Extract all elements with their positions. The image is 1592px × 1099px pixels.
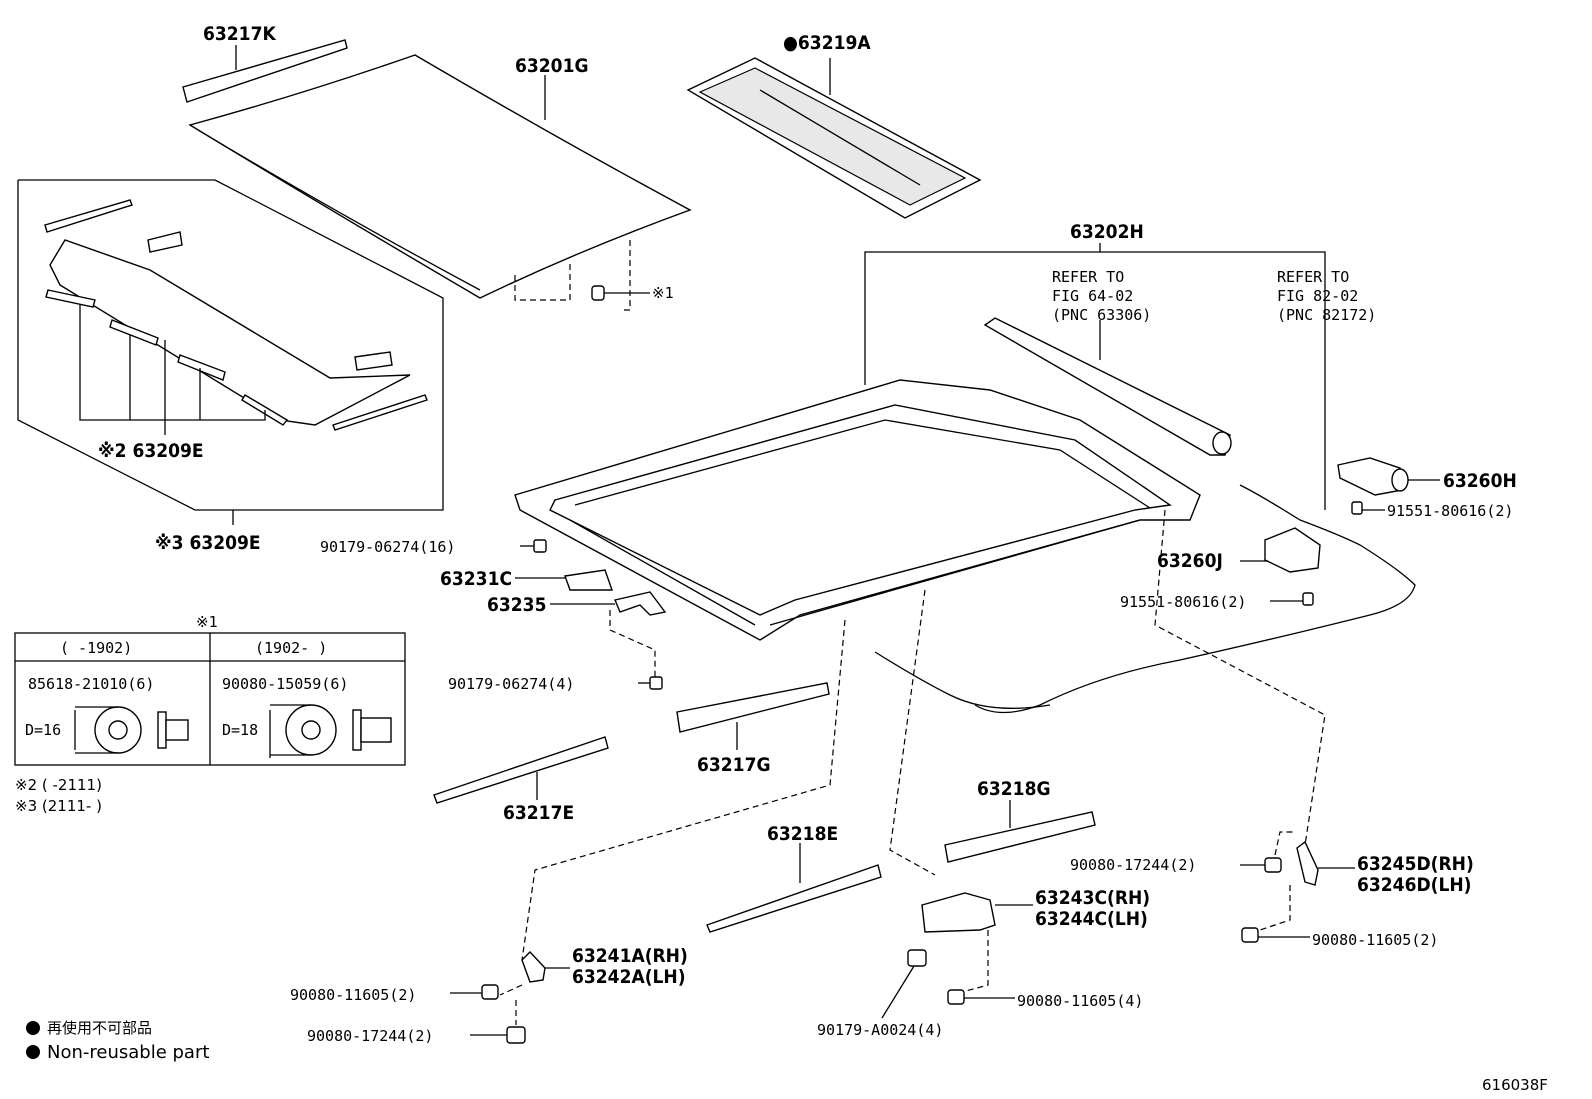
label-63217k[interactable]: 63217K <box>203 23 276 45</box>
part-63241a-bracket <box>499 950 570 996</box>
label-63245d[interactable]: 63245D(RH) <box>1357 853 1474 875</box>
table-col2-dim[interactable]: D=18 <box>222 721 258 739</box>
part-63260j-motor <box>1240 527 1321 573</box>
nut-90080-17244-a <box>1240 831 1295 873</box>
note-2[interactable]: ※2 ( -2111) <box>15 776 102 794</box>
label-63244c[interactable]: 63244C(LH) <box>1035 908 1148 930</box>
refer-a-line3[interactable]: (PNC 63306) <box>1052 306 1151 324</box>
label-63246d[interactable]: 63246D(LH) <box>1357 874 1471 896</box>
drain-hose-left <box>874 651 1051 709</box>
bolt-90080-11605-b <box>450 984 499 1000</box>
label-63235[interactable]: 63235 <box>487 594 546 616</box>
label-63241a[interactable]: 63241A(RH) <box>572 945 688 967</box>
label-90080-17244-b[interactable]: 90080-17244(2) <box>307 1027 433 1045</box>
label-63201g[interactable]: 63201G <box>515 55 589 77</box>
label-63231c[interactable]: 63231C <box>440 568 512 590</box>
label-90080-11605-b[interactable]: 90080-11605(2) <box>290 986 416 1004</box>
label-91551-b[interactable]: 91551-80616(2) <box>1120 593 1246 611</box>
part-sunshade-roller <box>983 317 1232 456</box>
bolt-90080-11605-c <box>947 989 1015 1005</box>
label-star1[interactable]: ※1 <box>652 284 674 302</box>
refer-b-line2[interactable]: FIG 82-02 <box>1277 287 1358 305</box>
part-63231c-bracket <box>515 569 613 591</box>
nut-90179-06274-4 <box>638 676 663 690</box>
table-col2-part[interactable]: 90080-15059(6) <box>222 675 348 693</box>
screw-star1 <box>591 285 650 301</box>
fastener-table: ※1 ( -1902) (1902- ) 85618-21010(6) 9008… <box>14 613 406 766</box>
label-63260j[interactable]: 63260J <box>1157 550 1223 572</box>
refer-a-line2[interactable]: FIG 64-02 <box>1052 287 1133 305</box>
refer-b-line3[interactable]: (PNC 82172) <box>1277 306 1376 324</box>
nut-90179-a0024 <box>881 949 927 1019</box>
leader-dash-b <box>889 589 936 876</box>
label-63209e-a[interactable]: ※2 63209E <box>98 440 204 462</box>
label-63218g[interactable]: 63218G <box>977 778 1051 800</box>
leader-dash-c <box>521 619 846 961</box>
label-63219a[interactable]: ●63219A <box>783 32 871 54</box>
part-63243c-bracket <box>921 892 1033 993</box>
part-63260h-motor <box>1337 457 1440 496</box>
label-63260h[interactable]: 63260H <box>1443 470 1517 492</box>
part-63219a-rear-frame <box>686 57 982 219</box>
table-col1-dim[interactable]: D=16 <box>25 721 61 739</box>
refer-fig-64-02: REFER TO FIG 64-02 (PNC 63306) <box>1052 268 1151 324</box>
label-63243c[interactable]: 63243C(RH) <box>1035 887 1150 909</box>
label-90179-a0024[interactable]: 90179-A0024(4) <box>817 1021 943 1039</box>
label-90179-06274-16[interactable]: 90179-06274(16) <box>320 538 455 556</box>
legend-bullet-icon-2 <box>26 1045 40 1059</box>
part-63218g-seal <box>944 800 1096 863</box>
table-col1-part[interactable]: 85618-21010(6) <box>28 675 154 693</box>
part-63217k <box>182 39 348 103</box>
refer-fig-82-02: REFER TO FIG 82-02 (PNC 82172) <box>1277 268 1376 324</box>
label-63217g[interactable]: 63217G <box>697 754 771 776</box>
part-63217g-seal <box>676 682 830 750</box>
label-91551-a[interactable]: 91551-80616(2) <box>1387 502 1513 520</box>
nut-90179-06274-16 <box>520 539 547 553</box>
refer-b-line1[interactable]: REFER TO <box>1277 268 1349 286</box>
label-90179-06274-4[interactable]: 90179-06274(4) <box>448 675 574 693</box>
label-90080-11605-a[interactable]: 90080-11605(2) <box>1312 931 1438 949</box>
label-63202h[interactable]: 63202H <box>1070 221 1144 243</box>
part-63245d-bracket <box>1296 840 1355 886</box>
label-63242a[interactable]: 63242A(LH) <box>572 966 686 988</box>
label-63209e-b[interactable]: ※3 63209E <box>155 532 261 554</box>
legend-bullet-icon <box>26 1021 40 1035</box>
legend-en[interactable]: Non-reusable part <box>47 1042 209 1063</box>
part-63202h-sunroof-frame <box>514 243 1326 641</box>
screw-91551-a <box>1351 501 1385 515</box>
table-col2-range[interactable]: (1902- ) <box>255 639 327 657</box>
bolt-90080-11605-a <box>1241 885 1310 943</box>
table-marker[interactable]: ※1 <box>196 613 218 631</box>
screw-91551-b <box>1270 592 1314 606</box>
label-90080-11605-c[interactable]: 90080-11605(4) <box>1017 992 1143 1010</box>
part-63201g-roof-panel <box>188 54 692 311</box>
refer-a-line1[interactable]: REFER TO <box>1052 268 1124 286</box>
part-63218e-seal <box>706 843 882 933</box>
figure-id[interactable]: 616038F <box>1482 1076 1548 1094</box>
label-63217e[interactable]: 63217E <box>503 802 574 824</box>
leader-dash-a <box>1154 509 1326 846</box>
part-63235-bracket <box>550 591 667 680</box>
label-90080-17244-a[interactable]: 90080-17244(2) <box>1070 856 1196 874</box>
note-3[interactable]: ※3 (2111- ) <box>15 797 102 815</box>
legend-jp[interactable]: 再使用不可部品 <box>47 1019 152 1037</box>
inset-63209e <box>17 179 444 525</box>
label-63218e[interactable]: 63218E <box>767 823 838 845</box>
legend-non-reusable: 再使用不可部品 Non-reusable part <box>26 1019 209 1063</box>
nut-90080-17244-b <box>470 1000 526 1044</box>
part-63217e-seal <box>433 736 609 804</box>
drain-hose-right <box>974 484 1416 714</box>
table-col1-range[interactable]: ( -1902) <box>60 639 132 657</box>
